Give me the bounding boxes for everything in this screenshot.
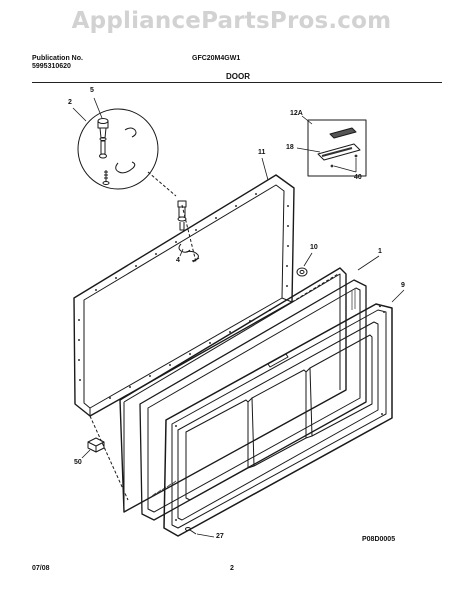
detail-circle [77,108,159,190]
callout-40: 40 [354,174,362,181]
callout-5: 5 [90,87,94,94]
callout-2: 2 [68,99,72,106]
footer-page: 2 [230,565,234,572]
screw-27 [185,527,197,535]
trim-parts-inset [307,119,367,177]
watermark: AppliancePartsPros.com [71,8,392,34]
door-liner [139,279,367,521]
inner-door-liner [163,303,393,537]
door-fasteners [175,304,385,521]
diagram-code: P08D0005 [362,536,396,543]
callout-50: 50 [74,459,82,466]
callout-9: 9 [401,282,405,289]
callout-27: 27 [216,533,224,540]
callout-10: 10 [310,244,318,251]
callout-4: 4 [176,257,180,264]
part-10 [296,267,308,277]
callout-12a: 12A [290,110,303,117]
section-title: DOOR [226,72,250,81]
publication-number: 5995310620 [32,63,71,70]
header-rule [32,82,442,83]
callout-1: 1 [378,248,382,255]
model-number: GFC20M4GW1 [192,55,241,62]
footer-date: 07/08 [32,565,50,572]
publication-label: Publication No. [32,55,83,62]
part-50 [87,437,105,453]
hinge-parts [177,200,200,263]
callout-18: 18 [286,144,294,151]
callout-11: 11 [258,149,266,156]
leader-lines [72,97,405,538]
